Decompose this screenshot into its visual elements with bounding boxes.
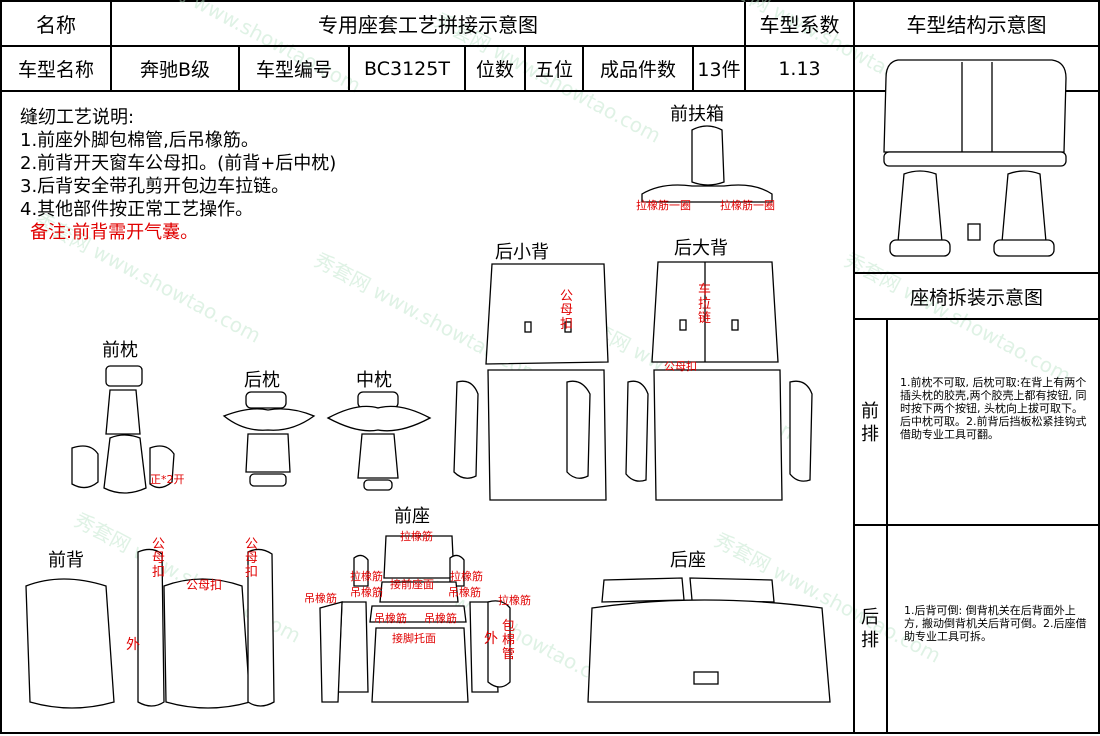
annotation-outer: 外 (484, 631, 498, 647)
front-seat-label: 前座 (394, 506, 430, 527)
front-back-label: 前背 (48, 550, 84, 571)
car-structure-sketch (883, 59, 1067, 257)
rear-seat-label: 后座 (670, 550, 706, 571)
grid-line (853, 524, 1098, 526)
annotation-hang-elastic: 吊橡筋 (374, 612, 407, 625)
front-row-label: 前排 (861, 401, 879, 445)
annotation-foot-support: 接脚托面 (392, 632, 436, 645)
annotation-elastic: 拉橡筋 (450, 570, 483, 583)
annotation-elastic: 拉橡筋 (498, 594, 531, 607)
sewing-notes: 缝纫工艺说明: 1.前座外脚包棉管,后吊橡筋。 2.前背开天窗车公母扣。(前背+… (20, 106, 336, 244)
grid-line (110, 2, 112, 45)
notes-item: 1.前座外脚包棉管,后吊橡筋。 (20, 130, 259, 151)
rear-big-back-label: 后大背 (674, 238, 728, 259)
annotation-elastic: 拉橡筋 (400, 530, 433, 543)
model-no-label: 车型编号 (255, 59, 332, 81)
grid-line (886, 318, 888, 732)
mid-headrest-pattern (326, 391, 432, 491)
annotation-snap: 公母扣 (186, 578, 223, 592)
grid-line (692, 45, 694, 90)
notes-item: 3.后背安全带孔剪开包边车拉链。 (20, 176, 290, 197)
model-name-label: 车型名称 (17, 59, 94, 81)
name-label: 名称 (36, 13, 76, 37)
rear-headrest-label: 后枕 (244, 370, 280, 391)
grid-line (853, 272, 1098, 274)
annotation-elastic: 拉橡筋 (350, 570, 383, 583)
grid-line (853, 2, 855, 732)
structure-label: 车型结构示意图 (906, 13, 1047, 37)
front-back-pattern (25, 548, 275, 709)
front-row-text: 1.前枕不可取, 后枕可取:在背上有两个插头枕的胶壳,两个胶壳上都有按钮, 同时… (900, 376, 1087, 441)
grid-line (464, 45, 466, 90)
mid-headrest-label: 中枕 (356, 370, 392, 391)
grid-line (110, 45, 112, 90)
model-name-value: 奔驰B级 (139, 59, 211, 81)
model-no-value: BC3125T (364, 57, 450, 80)
seats-value: 五位 (534, 59, 573, 81)
front-seat-pattern (319, 535, 511, 703)
rear-headrest-pattern (222, 391, 316, 487)
notes-item: 2.前背开天窗车公母扣。(前背+后中枕) (20, 153, 337, 174)
grid-line (524, 45, 526, 90)
annotation-front-seat-face: 接前座面 (390, 578, 434, 591)
rear-seat-pattern (587, 577, 831, 703)
grid-line (744, 2, 746, 90)
annotation-snap: 公母扣 (664, 360, 697, 373)
sheet-title: 专用座套工艺拼接示意图 (318, 13, 538, 37)
pieces-label: 成品件数 (599, 59, 676, 81)
grid-line (2, 90, 1098, 92)
annotation-hang-elastic: 吊橡筋 (424, 612, 457, 625)
front-armrest-label: 前扶箱 (670, 104, 724, 125)
disassembly-label: 座椅拆装示意图 (909, 286, 1043, 309)
annotation-hang-elastic: 吊橡筋 (448, 586, 481, 599)
notes-remark: 备注:前背需开气囊。 (30, 222, 199, 243)
grid-line (853, 318, 1098, 320)
rear-small-back-label: 后小背 (495, 242, 549, 263)
annotation-snap: 公母扣 (245, 537, 259, 580)
annotation-front-x2: 正*2开 (150, 473, 185, 486)
pieces-value: 13件 (697, 59, 741, 81)
seats-label: 位数 (475, 59, 514, 81)
notes-item: 4.其他部件按正常工艺操作。 (20, 199, 254, 220)
rear-small-back-pattern (453, 263, 609, 501)
front-headrest-label: 前枕 (102, 340, 138, 361)
front-armrest-pattern (641, 125, 773, 203)
annotation-snap: 公母扣 (560, 289, 574, 332)
grid-line (348, 45, 350, 90)
grid-line (2, 45, 1098, 47)
coef-label: 车型系数 (759, 13, 840, 37)
notes-title: 缝纫工艺说明: (20, 107, 135, 128)
front-headrest-pattern (71, 365, 175, 494)
annotation-hang-elastic: 吊橡筋 (304, 592, 337, 605)
annotation-elastic-loop: 拉橡筋一圈 (720, 199, 775, 212)
annotation-zipper: 车拉链 (698, 283, 712, 326)
grid-line (238, 45, 240, 90)
rear-big-back-pattern (625, 261, 813, 501)
annotation-snap: 公母扣 (152, 537, 166, 580)
annotation-outer: 外 (126, 637, 140, 653)
rear-row-label: 后排 (861, 607, 879, 651)
annotation-cotton-tube: 包棉管 (502, 619, 516, 662)
annotation-elastic-loop: 拉橡筋一圈 (636, 199, 691, 212)
grid-line (582, 45, 584, 90)
annotation-hang-elastic: 吊橡筋 (350, 586, 383, 599)
coef-value: 1.13 (778, 57, 821, 80)
rear-row-text: 1.后背可倒: 倒背机关在后背面外上方, 搬动倒背机关后背可倒。2.后座借助专业… (904, 604, 1087, 643)
